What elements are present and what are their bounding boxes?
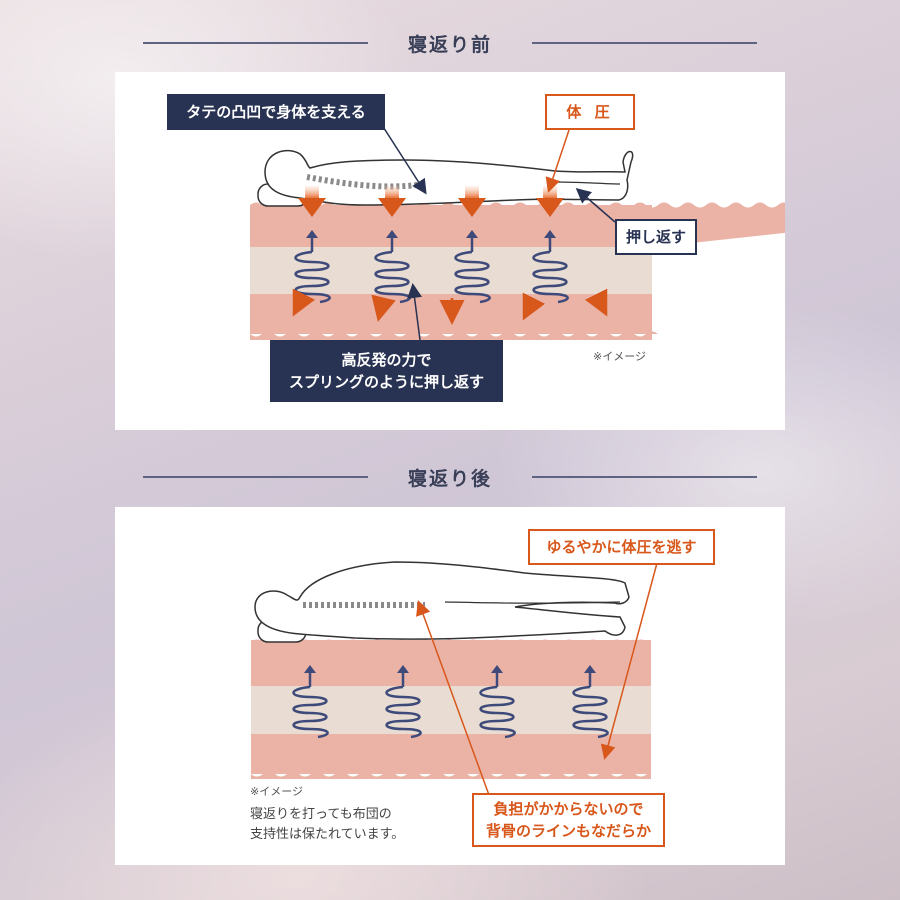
release-pressure-label: ゆるやかに体圧を逃す bbox=[528, 529, 715, 565]
support-caption: 寝返りを打っても布団の 支持性は保たれています。 bbox=[250, 805, 404, 845]
no-burden-label: 負担がかからないので 背骨のラインもなだらか bbox=[472, 793, 665, 847]
body-pressure-label: 体 圧 bbox=[545, 94, 635, 130]
push-back-label: 押し返す bbox=[615, 219, 697, 255]
mattress-bottom-layer bbox=[250, 294, 658, 340]
rebound-label-line2: スプリングのように押し返す bbox=[288, 373, 484, 391]
after-panel: ゆるやかに体圧を逃す ※イメージ 寝返りを打っても布団の 支持性は保たれています… bbox=[115, 507, 785, 865]
no-burden-label-line2: 背骨のラインもなだらか bbox=[485, 822, 651, 840]
section-after-title: 寝返り後 bbox=[407, 468, 492, 490]
divider-right bbox=[532, 476, 757, 478]
divider-right bbox=[532, 42, 757, 44]
pressure-arrow-icon bbox=[458, 186, 486, 217]
leader-rebound bbox=[407, 283, 422, 341]
image-note: ※イメージ bbox=[250, 785, 303, 798]
rebound-label-line1: 高反発の力で bbox=[341, 351, 432, 369]
section-before-title: 寝返り前 bbox=[407, 34, 492, 56]
pressure-arrow-icon bbox=[378, 186, 406, 217]
leader-vertical-support bbox=[379, 121, 427, 195]
mattress-middle-layer bbox=[251, 686, 651, 734]
pressure-arrows bbox=[298, 186, 564, 217]
mattress-top-layer bbox=[251, 639, 651, 686]
section-before-header: 寝返り前 bbox=[0, 28, 900, 58]
leader-no-burden bbox=[416, 600, 490, 796]
spine-icon bbox=[306, 174, 426, 190]
section-after-header: 寝返り後 bbox=[0, 462, 900, 492]
leader-release-pressure bbox=[600, 562, 658, 760]
leader-body-pressure bbox=[545, 123, 572, 193]
vertical-support-label: タテの凸凹で身体を支える bbox=[167, 94, 385, 130]
mattress-bottom-layer bbox=[251, 734, 651, 779]
pressure-arrow-icon bbox=[298, 186, 326, 217]
support-caption-line2: 支持性は保たれています。 bbox=[250, 827, 405, 842]
support-caption-line1: 寝返りを打っても布団の bbox=[250, 807, 392, 822]
no-burden-label-line1: 負担がかからないので bbox=[493, 800, 644, 818]
person-outline-icon bbox=[254, 561, 630, 640]
after-illustration bbox=[251, 561, 658, 796]
before-illustration bbox=[250, 121, 785, 341]
mattress-top-layer bbox=[250, 202, 785, 247]
divider-left bbox=[143, 42, 368, 44]
leader-push-back bbox=[575, 188, 616, 223]
image-note: ※イメージ bbox=[593, 350, 646, 363]
diffusion-arrows bbox=[292, 288, 608, 325]
person-outline-icon bbox=[264, 149, 634, 206]
divider-left bbox=[143, 476, 368, 478]
before-panel: タテの凸凹で身体を支える 体 圧 押し返す 高反発の力で スプリングのように押し… bbox=[115, 72, 785, 430]
rebound-label: 高反発の力で スプリングのように押し返す bbox=[270, 340, 503, 402]
